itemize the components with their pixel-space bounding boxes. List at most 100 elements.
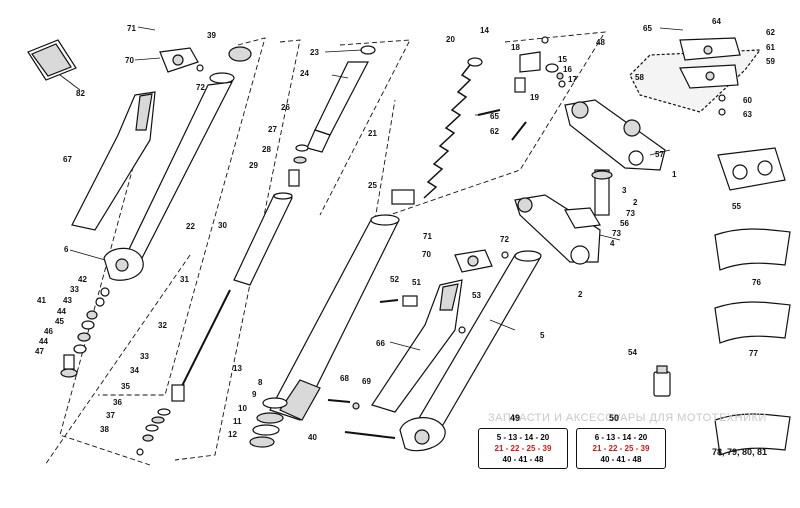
label-29: 29: [249, 161, 258, 170]
label-33b: 33: [140, 352, 149, 361]
label-8: 8: [258, 378, 263, 387]
label-64: 64: [712, 17, 721, 26]
label-62b: 62: [766, 28, 775, 37]
label-73: 73: [626, 209, 635, 218]
label-10: 10: [238, 404, 247, 413]
parts-8-12-seals: [249, 397, 288, 448]
label-19: 19: [530, 93, 539, 102]
dashed-group-outlines: [44, 31, 606, 466]
label-62: 62: [490, 127, 499, 136]
label-46: 46: [44, 327, 53, 336]
label-20: 20: [446, 35, 455, 44]
kit-49-line2: 21 - 22 - 25 - 39: [494, 444, 552, 453]
part-70-clamp-right: [454, 249, 509, 273]
label-25: 25: [368, 181, 377, 190]
part-30-inner-tube: [233, 192, 293, 286]
kit-49-line3: 40 - 41 - 48: [502, 455, 544, 464]
damper-small-parts-left: [60, 287, 110, 378]
part-13-fork-leg: [269, 214, 400, 421]
label-73b: 73: [612, 229, 621, 238]
label-61: 61: [766, 43, 775, 52]
part-3-steering-stem: [591, 169, 613, 216]
label-52: 52: [390, 275, 399, 284]
label-69: 69: [362, 377, 371, 386]
label-9: 9: [252, 390, 257, 399]
label-33: 33: [70, 285, 79, 294]
part-66-fork-guard: [371, 279, 463, 413]
part-24-damper-tube: [306, 45, 376, 153]
label-55: 55: [732, 202, 741, 211]
part-5-right-fork-leg: [399, 250, 542, 452]
label-65b: 65: [643, 24, 652, 33]
label-70b: 70: [422, 250, 431, 259]
label-26: 26: [281, 103, 290, 112]
label-18: 18: [511, 43, 520, 52]
label-23: 23: [310, 48, 319, 57]
parts-26-29-bushings: [288, 144, 309, 187]
part-67-fork-guard: [71, 91, 156, 231]
label-30: 30: [218, 221, 227, 230]
label-72b: 72: [500, 235, 509, 244]
label-6: 6: [64, 245, 69, 254]
label-56: 56: [620, 219, 629, 228]
label-17: 17: [568, 75, 577, 84]
label-82: 82: [76, 89, 85, 98]
part-number-labels: 71 39 70 72 82 67 6 42 33 41 43 44 45 46…: [35, 17, 775, 442]
label-40: 40: [308, 433, 317, 442]
parts-62-65-bolts: [477, 109, 527, 141]
label-2b: 2: [578, 290, 583, 299]
label-66: 66: [376, 339, 385, 348]
parts-14-19-fork-cap: [514, 36, 566, 93]
parts-78-81-label: 78, 79, 80, 81: [712, 447, 768, 457]
label-16: 16: [563, 65, 572, 74]
kit-50-line1: 6 - 13 - 14 - 20: [594, 433, 648, 442]
label-27: 27: [268, 125, 277, 134]
part-21-spring: [391, 57, 483, 205]
label-4: 4: [610, 239, 615, 248]
label-63: 63: [743, 110, 752, 119]
label-77: 77: [749, 349, 758, 358]
part-57-upper-triple-clamp: [564, 99, 666, 171]
label-37: 37: [106, 411, 115, 420]
parts-55-77-side-covers: [714, 147, 791, 456]
label-12: 12: [228, 430, 237, 439]
label-57: 57: [655, 150, 664, 159]
kit-50-box: 6 - 13 - 14 - 20 21 - 22 - 25 - 39 40 - …: [576, 428, 666, 469]
label-24: 24: [300, 69, 309, 78]
label-31: 31: [180, 275, 189, 284]
label-1: 1: [672, 170, 677, 179]
label-36: 36: [113, 398, 122, 407]
label-38: 38: [100, 425, 109, 434]
part-70-clamp: [159, 47, 204, 73]
kit-50-line2: 21 - 22 - 25 - 39: [592, 444, 650, 453]
label-45: 45: [55, 317, 64, 326]
label-34: 34: [130, 366, 139, 375]
label-59: 59: [766, 57, 775, 66]
label-15: 15: [558, 55, 567, 64]
kit-50-number: 50: [609, 413, 620, 423]
label-72: 72: [196, 83, 205, 92]
label-28: 28: [262, 145, 271, 154]
label-14: 14: [480, 26, 489, 35]
label-70: 70: [125, 56, 134, 65]
label-60: 60: [743, 96, 752, 105]
label-39: 39: [207, 31, 216, 40]
label-2: 2: [633, 198, 638, 207]
leader-lines: [59, 26, 684, 351]
part-31-rod: [136, 289, 231, 456]
label-42: 42: [78, 275, 87, 284]
small-bolts-right: [327, 295, 466, 439]
label-44b: 44: [39, 337, 48, 346]
label-13: 13: [233, 364, 242, 373]
label-47: 47: [35, 347, 44, 356]
label-51: 51: [412, 278, 421, 287]
parts-58-64-headlight-bracket: [629, 37, 762, 116]
label-22: 22: [186, 222, 195, 231]
kit-49-number: 49: [510, 413, 521, 423]
label-71b: 71: [423, 232, 432, 241]
label-44: 44: [57, 307, 66, 316]
kit-49-line1: 5 - 13 - 14 - 20: [496, 433, 550, 442]
label-54: 54: [628, 348, 637, 357]
